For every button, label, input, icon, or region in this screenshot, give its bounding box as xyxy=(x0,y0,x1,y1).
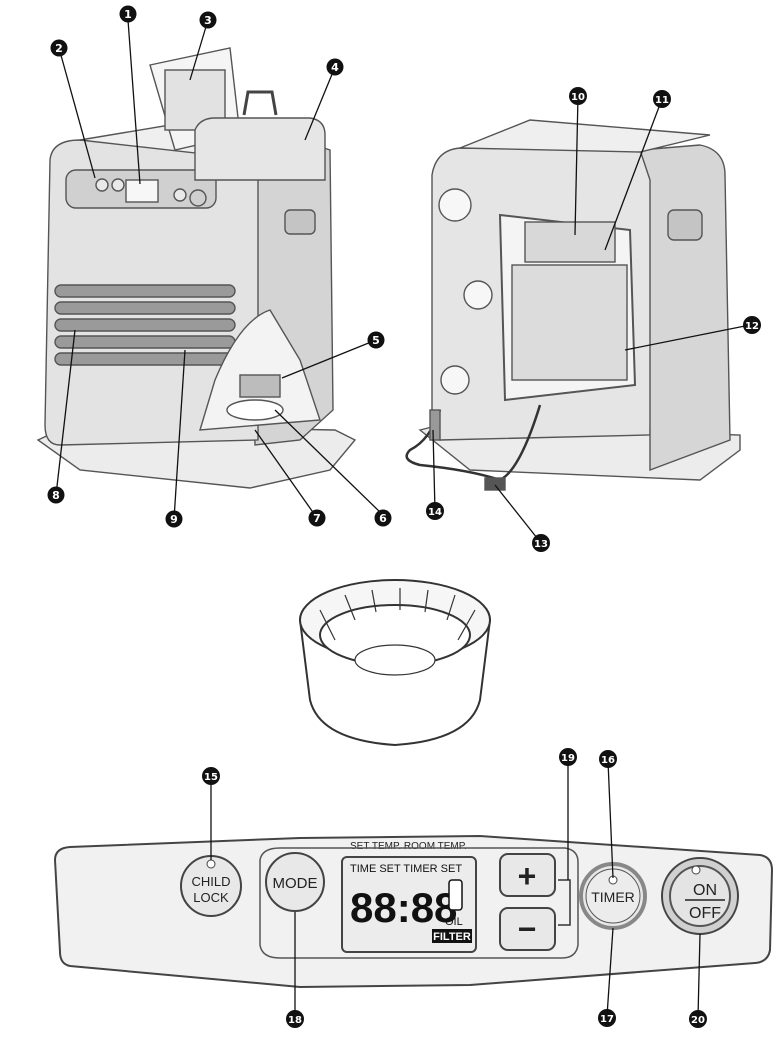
callout-3: 3 xyxy=(199,11,217,29)
power-cord xyxy=(405,404,542,482)
callout-12-label: 12 xyxy=(745,321,759,332)
lcd-filter-label: FILTER xyxy=(433,931,471,943)
callout-14-label: 14 xyxy=(428,507,442,518)
callout-14: 14 xyxy=(426,502,444,520)
leader-lines xyxy=(55,19,751,1019)
callout-3-label: 3 xyxy=(204,14,212,27)
callout-17-label: 17 xyxy=(600,1014,614,1025)
callout-17: 17 xyxy=(598,1009,616,1027)
mode-label: MODE xyxy=(273,875,318,892)
back-filter-upper xyxy=(524,221,616,263)
minus-label: − xyxy=(518,911,537,947)
control-panel: SET TEMP. ROOM TEMP. CHILD LOCK MODE TIM… xyxy=(53,834,774,989)
child-lock-label-1: CHILD xyxy=(191,874,230,889)
callout-10-label: 10 xyxy=(571,92,585,103)
heater-front-view xyxy=(36,47,357,489)
temp-down-button[interactable]: − xyxy=(499,907,556,951)
oil-pump xyxy=(239,374,281,398)
callout-7: 7 xyxy=(308,509,326,527)
heater-back-view xyxy=(405,119,741,491)
cup-ribs xyxy=(319,588,476,641)
back-vent-1 xyxy=(438,188,472,222)
callout-15-label: 15 xyxy=(204,772,218,783)
child-lock-button[interactable]: CHILD LOCK xyxy=(180,855,242,917)
on-label: ON xyxy=(693,882,717,899)
oil-filter-cup xyxy=(298,579,492,747)
back-filter-lower xyxy=(511,264,628,381)
timer-label: TIMER xyxy=(591,889,635,905)
callout-19-label: 19 xyxy=(561,753,575,764)
lcd-oil-label: OIL xyxy=(445,916,463,928)
callouts: 1 2 3 4 5 6 7 8 9 10 11 12 13 14 15 16 1… xyxy=(47,5,761,1028)
callout-5: 5 xyxy=(367,331,385,349)
power-button[interactable]: ON OFF xyxy=(661,857,739,935)
timer-button[interactable]: TIMER xyxy=(579,862,647,930)
off-label: OFF xyxy=(689,905,721,922)
front-button-c xyxy=(173,188,187,202)
lcd-digits: 88:88 xyxy=(350,884,457,931)
front-display xyxy=(125,179,159,203)
power-plug xyxy=(484,477,506,491)
front-button-a xyxy=(95,178,109,192)
callout-18-label: 18 xyxy=(288,1015,302,1026)
callout-5-label: 5 xyxy=(372,334,380,347)
panel-header-label: SET TEMP. ROOM TEMP. xyxy=(350,841,467,852)
plus-minus-bracket xyxy=(558,879,571,926)
callout-16-label: 16 xyxy=(601,755,615,766)
lcd-filter-badge xyxy=(432,929,472,943)
tank-handle xyxy=(242,90,278,116)
callout-2: 2 xyxy=(50,39,68,57)
callout-8: 8 xyxy=(47,486,65,504)
callout-13-label: 13 xyxy=(534,539,548,550)
front-side-handle xyxy=(284,209,316,235)
front-grille xyxy=(54,284,236,366)
callout-9: 9 xyxy=(165,510,183,528)
callout-11: 11 xyxy=(653,90,671,108)
cord-hook xyxy=(429,409,441,441)
callout-20: 20 xyxy=(689,1010,707,1028)
callout-6: 6 xyxy=(374,509,392,527)
oil-filter-seat xyxy=(226,399,284,421)
callout-8-label: 8 xyxy=(52,489,60,502)
back-side-handle xyxy=(667,209,703,241)
callout-4: 4 xyxy=(326,58,344,76)
front-cutaway xyxy=(199,309,321,431)
callout-18: 18 xyxy=(286,1010,304,1028)
lcd-display: TIME SET TIMER SET 88:88 OIL FILTER xyxy=(341,856,477,953)
callout-4-label: 4 xyxy=(331,61,339,74)
panel-inner-frame xyxy=(259,847,579,959)
child-lock-label-2: LOCK xyxy=(193,890,229,905)
front-button-d xyxy=(189,189,207,207)
callout-10: 10 xyxy=(569,87,587,105)
cup-bottom xyxy=(354,644,436,676)
callout-1: 1 xyxy=(119,5,137,23)
callout-2-label: 2 xyxy=(55,42,63,55)
back-top-surface xyxy=(459,119,711,153)
lcd-top-labels: TIME SET TIMER SET xyxy=(350,863,462,875)
plus-label: + xyxy=(518,858,537,894)
lcd-oil-gauge xyxy=(448,879,463,911)
callout-15: 15 xyxy=(202,767,220,785)
callout-6-label: 6 xyxy=(379,512,387,525)
callout-20-label: 20 xyxy=(691,1015,705,1026)
callout-11-label: 11 xyxy=(655,95,669,106)
back-side-panel xyxy=(639,144,731,472)
back-vent-3 xyxy=(440,365,470,395)
callout-13: 13 xyxy=(532,534,550,552)
back-vent-2 xyxy=(463,280,493,310)
temp-up-button[interactable]: + xyxy=(499,853,556,897)
callout-12: 12 xyxy=(743,316,761,334)
callout-1-label: 1 xyxy=(124,8,132,21)
mode-button[interactable]: MODE xyxy=(265,852,325,912)
callout-19: 19 xyxy=(559,748,577,766)
fuel-tank xyxy=(194,117,326,181)
front-button-b xyxy=(111,178,125,192)
callout-7-label: 7 xyxy=(313,512,321,525)
callout-9-label: 9 xyxy=(170,513,178,526)
callout-16: 16 xyxy=(599,750,617,768)
